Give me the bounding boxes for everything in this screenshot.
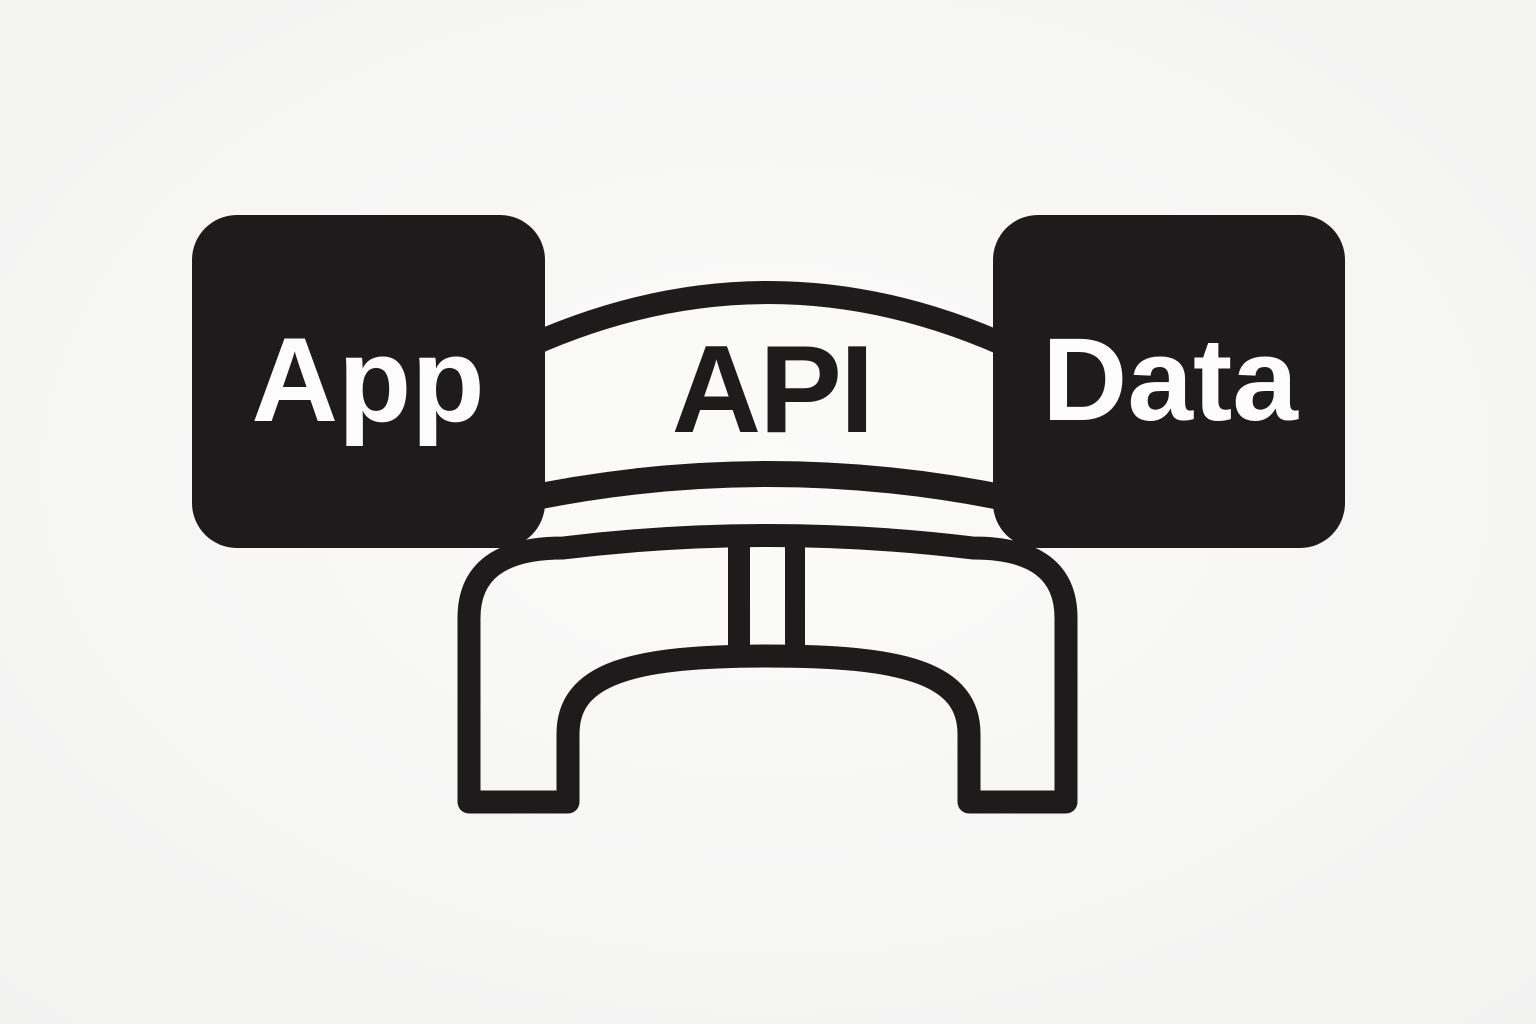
bridge-banner-top-rail [511,281,1025,363]
app-box [192,215,545,548]
bridge-arch-support [457,524,1078,814]
data-box [993,215,1345,548]
api-bridge-label: API [672,321,873,459]
bridge-banner-bottom-rail [513,461,1023,514]
data-box-label: Data [1042,314,1299,446]
app-box-label: App [251,313,484,447]
